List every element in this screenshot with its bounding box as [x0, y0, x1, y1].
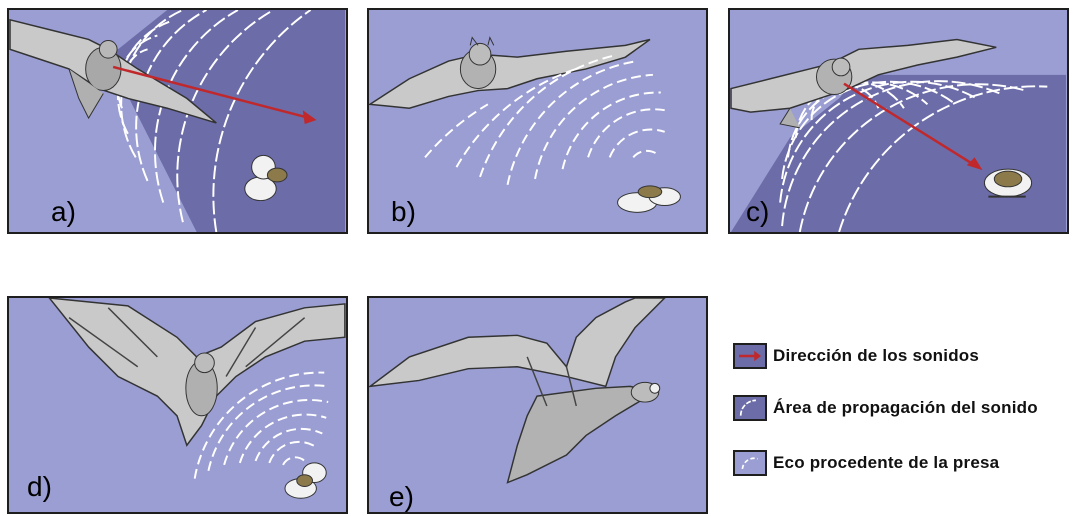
panel-b: b) — [367, 8, 708, 234]
panel-e: e) — [367, 296, 708, 514]
moth-icon — [618, 186, 681, 213]
echo-swatch — [733, 450, 767, 476]
moth-icon — [285, 463, 326, 498]
bat-icon — [370, 38, 650, 109]
bat-icon — [370, 298, 664, 483]
panel-e-illustration — [369, 298, 706, 512]
panel-c: c) — [728, 8, 1069, 234]
panel-label: b) — [391, 198, 416, 226]
panel-label: e) — [389, 483, 414, 511]
panel-d-illustration — [9, 298, 346, 512]
panel-label: a) — [51, 198, 76, 226]
panel-b-illustration — [369, 10, 706, 232]
legend-direction: Dirección de los sonidos — [733, 339, 1083, 373]
legend-direction-label: Dirección de los sonidos — [773, 346, 979, 366]
panel-c-illustration — [730, 10, 1067, 232]
panel-d: d) — [7, 296, 348, 514]
direction-swatch — [733, 343, 767, 369]
bat-icon — [49, 298, 344, 445]
moth-icon — [984, 169, 1031, 197]
panel-a: a) — [7, 8, 348, 234]
legend-area: Área de propagación del sonido — [733, 391, 1083, 425]
legend-echo: Eco procedente de la presa — [733, 446, 1083, 480]
panel-label: c) — [746, 198, 769, 226]
legend-area-label: Área de propagación del sonido — [773, 398, 1038, 418]
panel-label: d) — [27, 473, 52, 501]
legend-echo-label: Eco procedente de la presa — [773, 453, 999, 473]
area-swatch — [733, 395, 767, 421]
